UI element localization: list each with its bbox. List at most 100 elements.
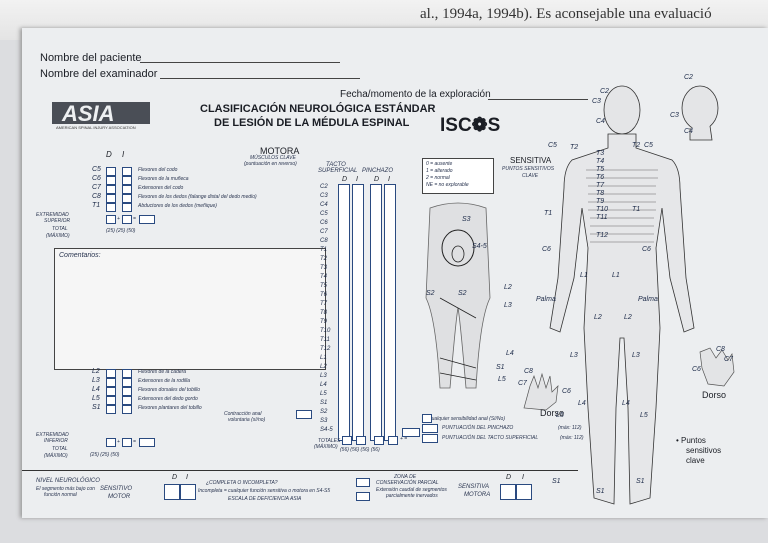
dermatome-level-label: T9 (320, 319, 328, 325)
pin-total-d[interactable] (374, 436, 384, 445)
touch-score-box[interactable] (422, 434, 438, 443)
motor-score-i-box[interactable] (122, 176, 132, 185)
dermatome-level-label: T6 (320, 292, 328, 298)
dermatome-level-label: T2 (320, 256, 328, 262)
motor-score-d-box[interactable] (106, 378, 116, 387)
motor-score-i-box[interactable] (122, 396, 132, 405)
motor-score-d-box[interactable] (106, 167, 116, 176)
zpp-d-box[interactable] (500, 484, 516, 500)
zpp-i-box[interactable] (516, 484, 532, 500)
right-hand-diagram (699, 347, 735, 387)
dermatome-level-label: L1 (320, 355, 327, 361)
dermatome-level-label: C2 (320, 184, 328, 190)
patient-name-field[interactable] (140, 62, 340, 63)
anal-sensation-small-box[interactable] (422, 414, 432, 423)
comments-box[interactable]: Comentarios: (54, 248, 326, 370)
dermatome-level-label: T8 (320, 310, 328, 316)
asia-scale-label: ESCALA DE DEFICIENCIA ASIA (228, 496, 302, 502)
anal-sensation-box[interactable] (402, 428, 420, 437)
body-dermatome-label: C2 (684, 74, 693, 81)
score-legend-line: 1 = alterado (426, 168, 453, 174)
tacto-d-column[interactable] (338, 184, 350, 441)
lower-max-label: (MÁXIMO) (44, 453, 68, 459)
pin-d-column[interactable] (370, 184, 382, 441)
perineal-diagram (425, 202, 491, 389)
svg-text:ASIA: ASIA (61, 101, 115, 126)
bottom-divider (22, 470, 578, 471)
anal-sensation-label: Cualquier sensibilidad anal (Sí/No) (428, 416, 505, 422)
body-dermatome-label: T8 (596, 190, 605, 197)
lower-total-sum-box[interactable] (139, 438, 155, 447)
exam-date-field[interactable] (488, 99, 588, 100)
score-legend-line: NE = no explorable (426, 182, 469, 188)
lower-total-i-box[interactable] (122, 438, 132, 447)
body-dermatome-label: L3 (632, 352, 640, 359)
body-dermatome-label: C4 (684, 128, 693, 135)
upper-total-i-box[interactable] (122, 215, 132, 224)
zpp-col-d: D (506, 474, 512, 481)
motor-score-i-box[interactable] (122, 185, 132, 194)
motor-score-d-box[interactable] (106, 369, 116, 378)
pin-total-i[interactable] (388, 436, 398, 445)
examiner-name-field[interactable] (160, 78, 360, 79)
tacto-total-i[interactable] (356, 436, 366, 445)
pinchazo-heading: PINCHAZO (362, 168, 394, 174)
motor-score-d-box[interactable] (106, 405, 116, 414)
body-dermatome-label: C6 (542, 246, 551, 253)
neuro-sensory-i[interactable] (180, 484, 196, 500)
motor-score-i-box[interactable] (122, 194, 132, 203)
motor-score-d-box[interactable] (106, 176, 116, 185)
pinprick-score-label: PUNTUACIÓN DEL PINCHAZO (442, 425, 514, 431)
dermatome-level-label: L2 (320, 364, 327, 370)
motor-muscle-label: Flexores de la muñeca (138, 176, 189, 182)
motor-score-i-box[interactable] (122, 167, 132, 176)
body-dermatome-label: Palma (536, 296, 556, 303)
dermatome-level-label: T7 (320, 301, 328, 307)
sensory-sub-2: CLAVE (522, 173, 539, 179)
totals-max-label: (MÁXIMO) (314, 444, 338, 450)
perineal-l2: L2 (504, 284, 512, 291)
body-dermatome-label: C2 (600, 88, 609, 95)
lower-total-d-box[interactable] (106, 438, 116, 447)
body-dermatome-label: T9 (596, 198, 605, 205)
form-title-line1: CLASIFICACIÓN NEUROLÓGICA ESTÁNDAR (200, 103, 436, 115)
anal-contraction-box[interactable] (296, 410, 312, 419)
motor-muscle-label: Flexores del codo (138, 167, 178, 173)
pin-i-column[interactable] (384, 184, 396, 441)
dermatome-level-label: C4 (320, 202, 328, 208)
pin-col-i: I (388, 176, 390, 183)
motor-score-d-box[interactable] (106, 396, 116, 405)
neuro-sensory-d[interactable] (164, 484, 180, 500)
left-hand-dorso: Dorso (540, 408, 565, 418)
asia-scale-box[interactable] (356, 492, 370, 501)
form-title-line2: DE LESIÓN DE LA MÉDULA ESPINAL (214, 117, 410, 129)
motor-score-d-box[interactable] (106, 185, 116, 194)
motor-subheading: MÚSCULOS CLAVE (250, 155, 296, 161)
tacto-i-column[interactable] (352, 184, 364, 441)
left-hand-c7: C7 (518, 380, 527, 387)
body-dermatome-label: T11 (596, 214, 608, 221)
motor-score-d-box[interactable] (106, 194, 116, 203)
motor-score-d-box[interactable] (106, 387, 116, 396)
complete-box[interactable] (356, 478, 370, 487)
motor-score-i-box[interactable] (122, 203, 132, 212)
perineal-s1: S1 (496, 364, 505, 371)
body-dermatome-label: L3 (570, 352, 578, 359)
upper-total-d-box[interactable] (106, 215, 116, 224)
body-dermatome-label: L1 (612, 272, 620, 279)
upper-total-sum-box[interactable] (139, 215, 155, 224)
neuro-level-desc: El segmento más bajo con (36, 486, 95, 492)
motor-score-d-box[interactable] (106, 203, 116, 212)
tacto-total-d[interactable] (342, 436, 352, 445)
dermatome-level-label: S3 (320, 418, 328, 424)
zpp-col-i: I (522, 474, 524, 481)
body-dermatome-label: T1 (632, 206, 641, 213)
pinprick-score-box[interactable] (422, 424, 438, 433)
motor-score-i-box[interactable] (122, 378, 132, 387)
zpp-motora-label: MOTORA (464, 492, 491, 498)
pinprick-max: (máx: 112) (558, 425, 582, 431)
exam-date-label: Fecha/momento de la exploración (340, 89, 491, 100)
motor-score-i-box[interactable] (122, 369, 132, 378)
motor-score-i-box[interactable] (122, 387, 132, 396)
motor-score-i-box[interactable] (122, 405, 132, 414)
